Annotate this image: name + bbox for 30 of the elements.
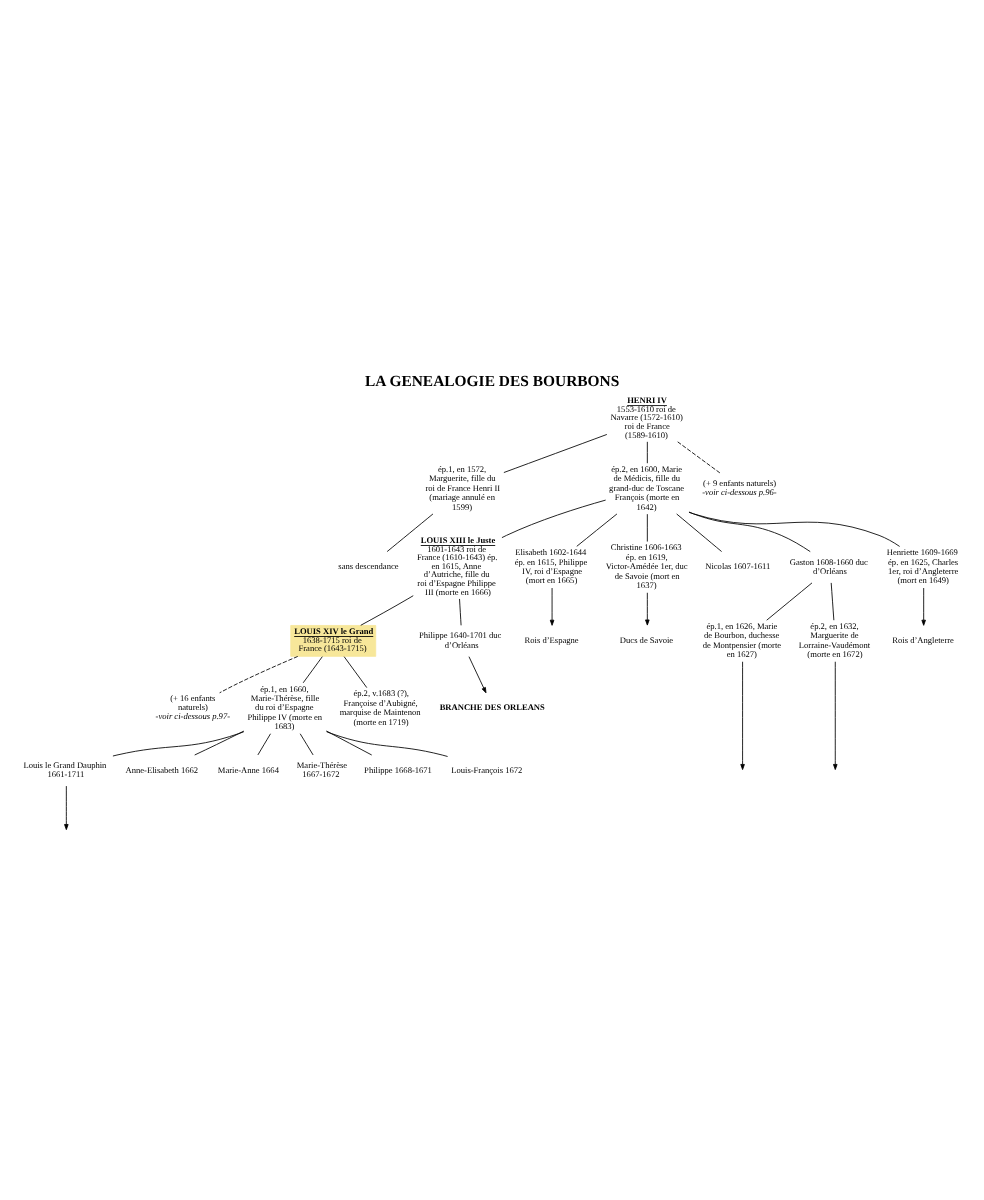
arrow: [740, 660, 745, 769]
connector: [360, 594, 414, 625]
connector: [676, 512, 723, 551]
connector: [503, 433, 608, 472]
connector: [326, 730, 449, 756]
arrow: [833, 660, 838, 769]
connector: [325, 729, 373, 755]
connector: [386, 512, 434, 551]
connector: [299, 732, 314, 755]
connector: [501, 498, 607, 538]
connector: [646, 440, 648, 463]
arrow: [645, 591, 650, 625]
connector: [688, 510, 901, 546]
arrow: [921, 586, 926, 625]
connector: [576, 512, 618, 546]
arrow: [64, 784, 69, 830]
connector: [112, 730, 245, 756]
arrow: [468, 655, 487, 693]
connector: [830, 581, 835, 620]
connector: [194, 729, 245, 755]
connector: [646, 512, 648, 541]
arrow: [549, 586, 555, 625]
connector: [459, 597, 462, 625]
connector: [219, 655, 299, 693]
connector: [302, 655, 323, 683]
connector: [343, 655, 368, 688]
connector: [257, 732, 271, 755]
connector: [677, 440, 721, 473]
connector: [766, 581, 813, 620]
diagram-title: LA GENEALOGIE DES BOURBONS: [364, 371, 620, 390]
